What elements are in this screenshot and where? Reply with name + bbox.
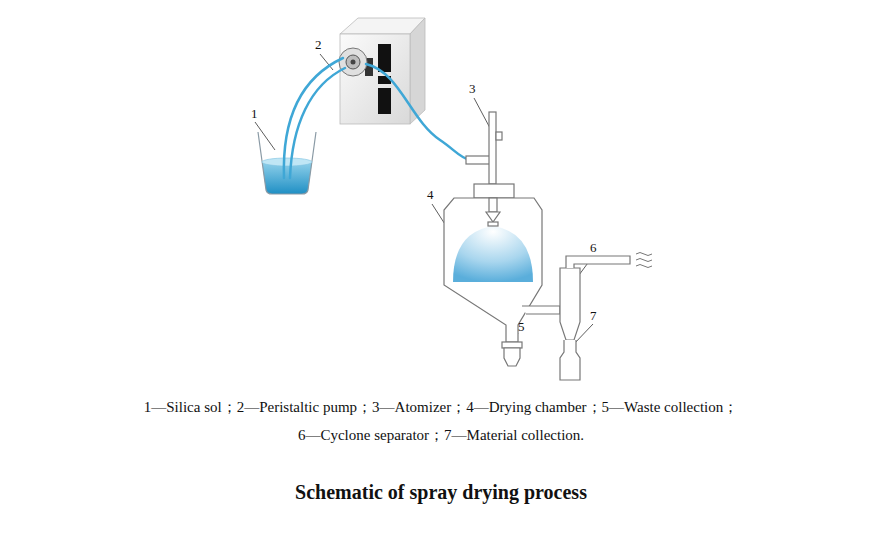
callout-number: 1 — [251, 107, 258, 121]
legend-line: 1—Silica sol；2—Peristaltic pump；3—Atomiz… — [144, 398, 739, 416]
cyclone-separator — [560, 253, 652, 381]
tubing — [284, 58, 470, 178]
callout-number: 7 — [590, 309, 597, 323]
callout-number: 2 — [315, 38, 322, 52]
drying-chamber — [444, 184, 560, 366]
beaker — [258, 132, 316, 194]
legend-line: 6—Cyclone separator；7—Material collectio… — [298, 426, 584, 444]
callout-number: 6 — [590, 241, 597, 255]
callout-number: 4 — [427, 188, 434, 202]
atomizer — [466, 112, 502, 184]
callout-number: 5 — [518, 320, 525, 334]
figure-caption: Schematic of spray drying process — [295, 480, 587, 504]
callout-number: 3 — [469, 82, 476, 96]
